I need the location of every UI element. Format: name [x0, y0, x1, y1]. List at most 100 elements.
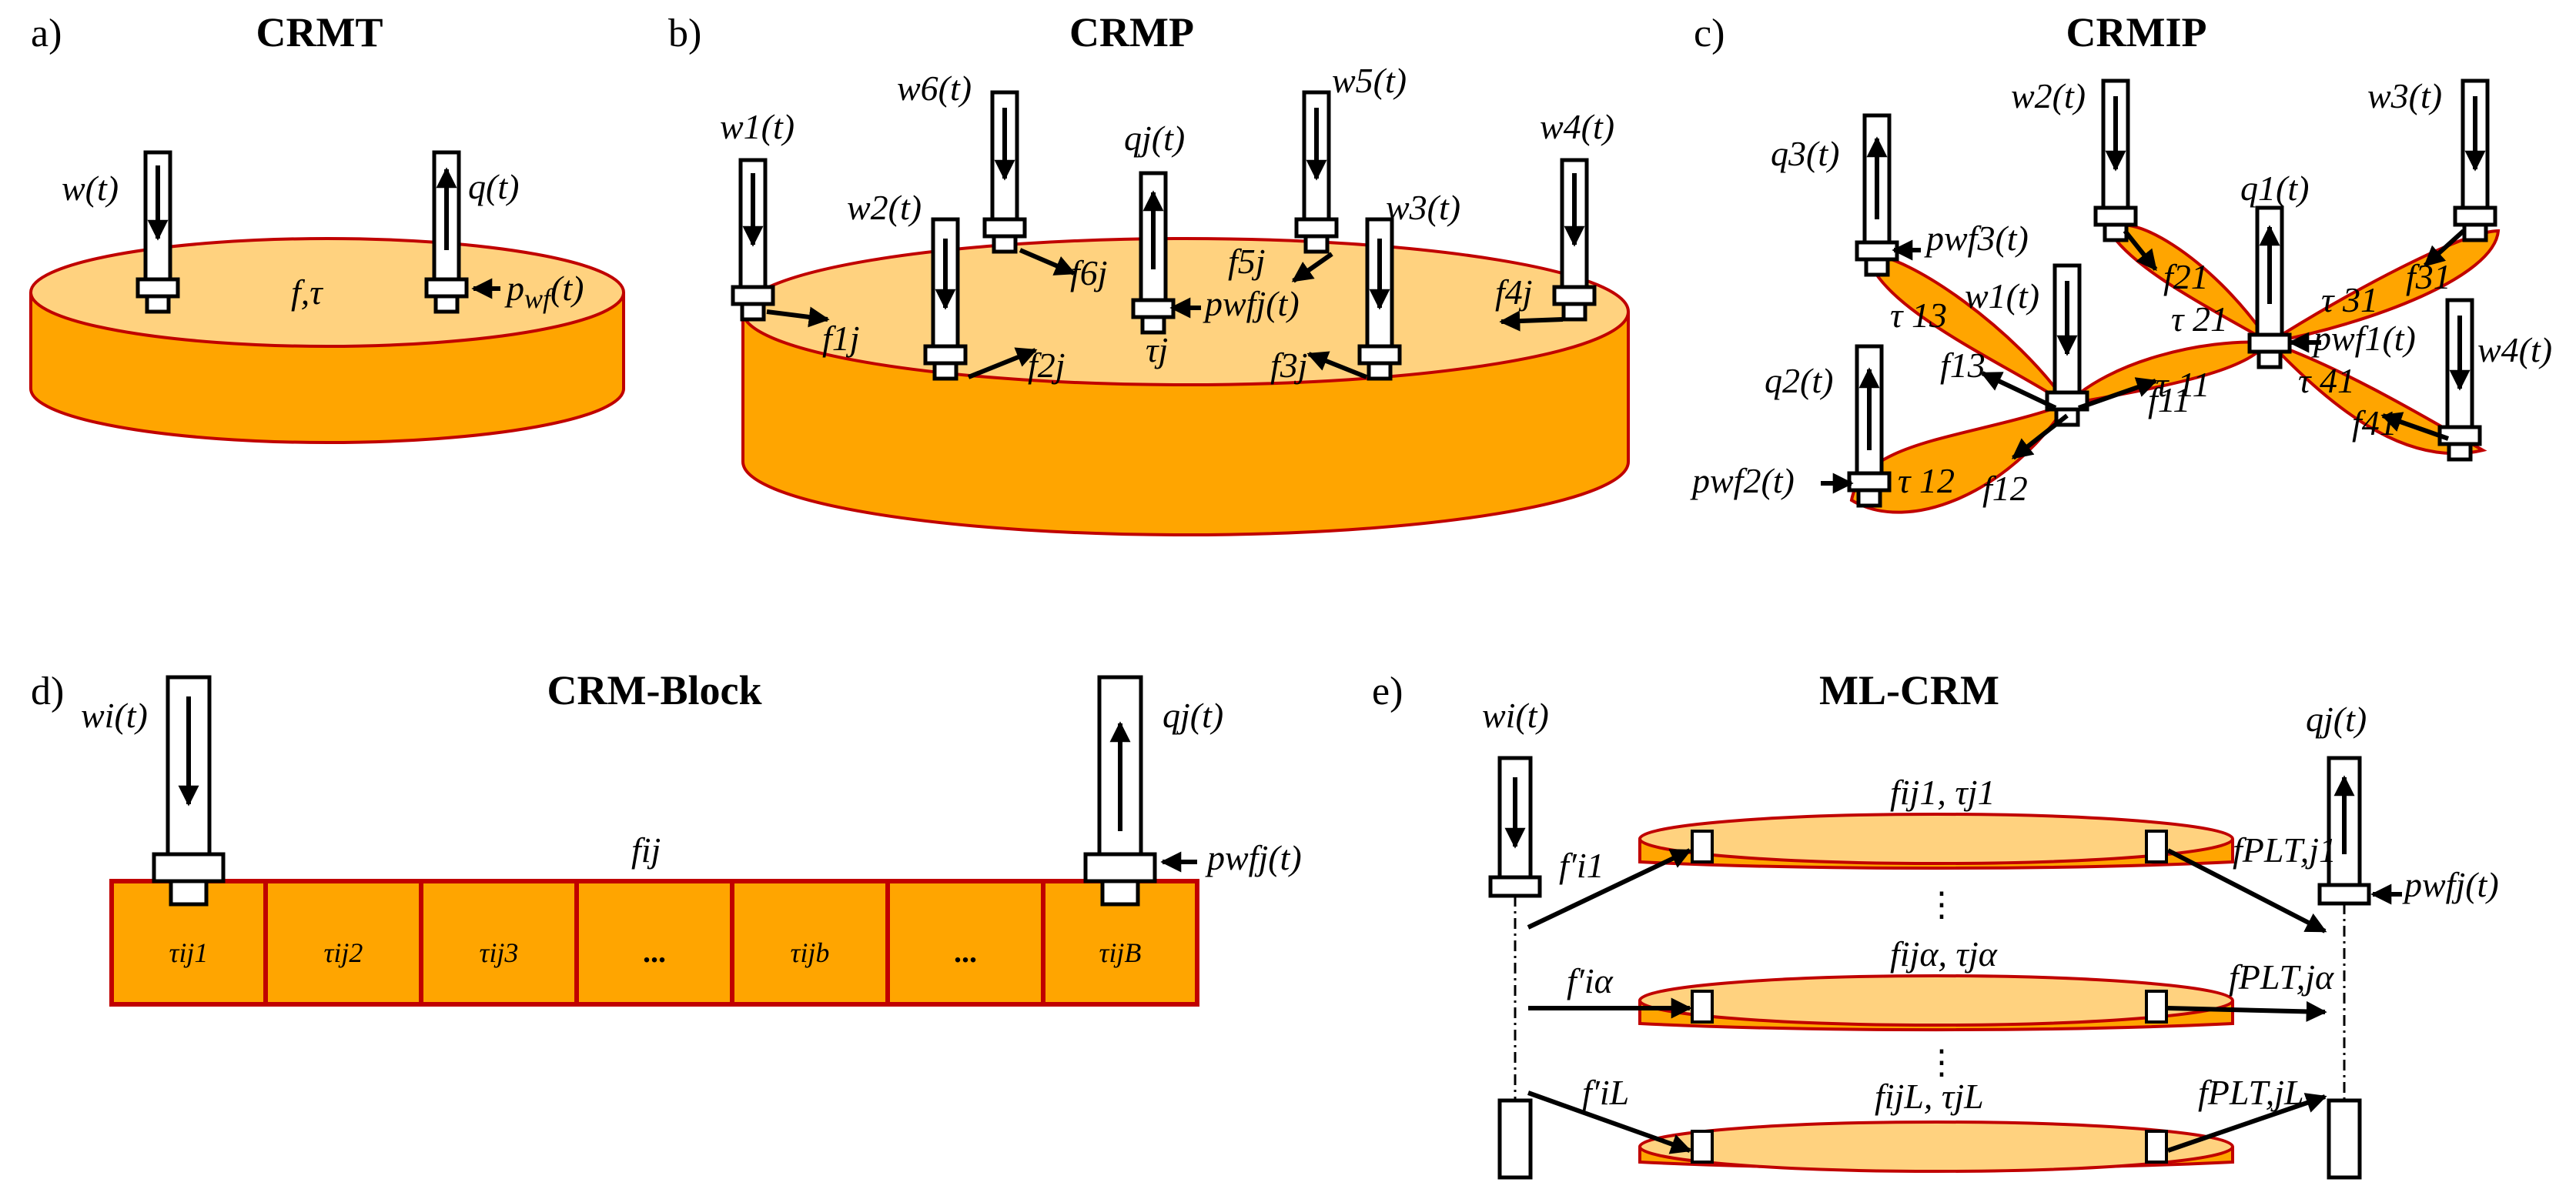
fraction-label-41: f41 — [2352, 403, 2397, 443]
producer-well — [1133, 173, 1173, 332]
injector-well-4 — [1554, 160, 1594, 319]
panel-c-letter: c) — [1694, 12, 1725, 55]
injector-label-6: w6(t) — [897, 68, 972, 108]
tau-label-21: τ 21 — [2171, 299, 2228, 339]
layer-ellipsis-2: ⋮ — [1925, 1044, 1959, 1081]
panel-a-title: CRMT — [256, 9, 383, 55]
block-cell-4: ... — [643, 934, 666, 969]
layer-params-2: fijα, τjα — [1890, 934, 1998, 974]
fraction-label-4: f4j — [1495, 272, 1533, 312]
fraction-label-31: f31 — [2406, 257, 2451, 296]
pwf-label-3: pwf3(t) — [1924, 219, 2029, 258]
fraction-label-2: f2j — [1028, 346, 1066, 385]
injector-well-5 — [1296, 92, 1337, 252]
block-cell-7: τijB — [1099, 937, 1142, 968]
injector-well-2 — [925, 219, 965, 379]
injector-well-2 — [2096, 81, 2136, 240]
inj-fraction-1: f′i1 — [1559, 846, 1604, 885]
injector-label: wi(t) — [1482, 696, 1549, 735]
fraction-label-21: f21 — [2163, 257, 2209, 296]
injector-label-4: w4(t) — [1540, 107, 1614, 146]
reservoir-layer-1 — [1638, 813, 2234, 870]
injector-well-1 — [733, 160, 773, 319]
tau-label: τj — [1146, 330, 1168, 369]
inj-fraction-2: f′iα — [1567, 961, 1614, 1000]
injector-label-1: w1(t) — [720, 107, 795, 146]
producer-label: qj(t) — [2306, 700, 2367, 739]
layer-params-1: fij1, τj1 — [1890, 773, 1996, 812]
producer-well-3 — [1857, 115, 1897, 275]
injector-well-4 — [2440, 300, 2480, 459]
producer-well — [427, 152, 500, 312]
panel-d: d) CRM-Block τij1 τij2 τij3 ... τijb ...… — [31, 667, 1302, 1007]
panel-c-title: CRMIP — [2066, 9, 2207, 55]
injector-label: wi(t) — [81, 696, 148, 735]
fraction-label-6: f6j — [1070, 253, 1108, 292]
reservoir-layer-2 — [1638, 974, 2234, 1032]
block-cell-6: ... — [954, 934, 977, 969]
layer-ellipsis-1: ⋮ — [1925, 886, 1959, 923]
reservoir-layer-3 — [1638, 1121, 2234, 1173]
panel-d-letter: d) — [31, 670, 64, 713]
fraction-label-1: f1j — [822, 319, 860, 358]
pwf-label-1: pwf1(t) — [2311, 319, 2416, 358]
tau-label-41: τ 41 — [2298, 361, 2355, 400]
panel-b: b) CRMP w1(t) w2(t) w3(t) w4(t) w5(t) w6… — [668, 9, 1630, 536]
layer-completions — [1691, 830, 2168, 1164]
injector-well-6 — [985, 92, 1025, 252]
plt-fraction-1: fPLT,j1 — [2233, 830, 2337, 870]
injector-well-3 — [1360, 219, 1400, 379]
pwf-label: pwfj(t) — [2402, 865, 2499, 904]
injector-label-4: w4(t) — [2477, 330, 2552, 369]
block-cell-5: τijb — [791, 937, 830, 968]
tau-label-31: τ 31 — [2321, 280, 2378, 319]
panel-c: c) CRMIP q3(t) q2(t) q1(t) — [1690, 9, 2552, 514]
injector-well — [152, 675, 226, 907]
params-label: f,τ — [291, 272, 323, 312]
fraction-label-13: f13 — [1940, 346, 1986, 385]
pwf-label: pwf(t) — [504, 269, 584, 314]
injector-label-1: w1(t) — [1965, 276, 2039, 316]
inj-fraction-3: f′iL — [1582, 1073, 1629, 1112]
tau-label-13: τ 13 — [1890, 296, 1947, 335]
fraction-label-12: f12 — [1982, 469, 2028, 508]
injector-label-5: w5(t) — [1332, 61, 1407, 100]
panel-e-letter: e) — [1372, 670, 1403, 713]
layer-params-3: fijL, τjL — [1875, 1077, 1984, 1116]
injector-well-1 — [2047, 266, 2087, 425]
block-cell-2: τij2 — [324, 937, 363, 968]
panel-e: e) ML-CRM — [1372, 667, 2499, 1180]
injector-label-2: w2(t) — [2011, 76, 2086, 115]
producer-label-2: q2(t) — [1765, 361, 1833, 400]
producer-well — [1083, 675, 1197, 907]
injector-label-3: w3(t) — [1386, 188, 1460, 227]
injector-label-3: w3(t) — [2367, 76, 2442, 115]
injector-label: w(t) — [62, 169, 119, 208]
panel-b-title: CRMP — [1069, 9, 1194, 55]
fraction-label-11: f11 — [2148, 380, 2190, 419]
panel-e-title: ML-CRM — [1819, 667, 1999, 713]
injector-well — [1488, 756, 1542, 1180]
reservoir-blocks — [109, 879, 1199, 1007]
panel-d-title: CRM-Block — [547, 667, 762, 713]
producer-label-1: q1(t) — [2240, 169, 2309, 208]
pwf-label-2: pwf2(t) — [1690, 461, 1795, 500]
tau-label-11: τ 11 — [2156, 365, 2210, 404]
panel-b-letter: b) — [668, 12, 701, 55]
reservoir-tank — [29, 237, 625, 444]
producer-label: qj(t) — [1163, 696, 1223, 735]
fraction-label-3: f3j — [1270, 346, 1308, 385]
block-cell-3: τij3 — [480, 937, 519, 968]
producer-well-1 — [2250, 208, 2290, 367]
plt-fraction-2: fPLT,jα — [2229, 957, 2334, 997]
fraction-label: fij — [631, 830, 661, 870]
panel-a: a) CRMT w(t) q(t) pwf(t) f,τ — [29, 9, 625, 444]
injector-well — [138, 152, 178, 312]
tau-label-12: τ 12 — [1898, 461, 1955, 500]
pwf-label: pwfj(t) — [1205, 838, 1302, 877]
injector-well-3 — [2455, 81, 2495, 240]
injector-label-2: w2(t) — [847, 188, 922, 227]
producer-well — [2317, 756, 2402, 1180]
producer-label-3: q3(t) — [1771, 134, 1839, 173]
